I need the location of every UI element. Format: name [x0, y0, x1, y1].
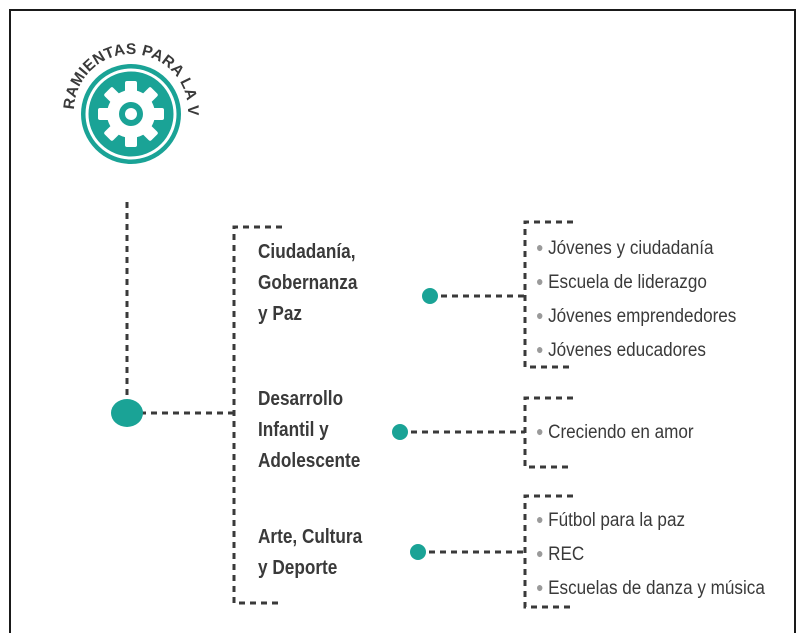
category-2-line-1: Desarrollo [258, 388, 344, 410]
category-3-line-1: Arte, Cultura [258, 526, 363, 548]
category-label-3: Arte, Cultura y Deporte [258, 522, 362, 584]
bullet-icon: ● [536, 307, 544, 323]
list-item: ●Jóvenes educadores [536, 340, 706, 361]
category-node-2 [392, 424, 408, 440]
category-label-1: Ciudadanía, Gobernanza y Paz [258, 237, 357, 330]
category-1-line-3: y Paz [258, 303, 302, 325]
root-node [111, 399, 143, 427]
items-bracket-3 [523, 494, 573, 609]
bullet-icon: ● [536, 579, 544, 595]
list-item: ●REC [536, 544, 585, 565]
gear-icon [98, 81, 164, 147]
category-bracket [232, 225, 282, 605]
category-node-3 [410, 544, 426, 560]
logo: HERRAMIENTAS PARA LA VIDA [56, 31, 201, 164]
diagram-frame [9, 9, 796, 633]
list-item: ●Escuela de liderazgo [536, 272, 707, 293]
items-bracket-2 [523, 396, 573, 469]
item-list-1: ●Jóvenes y ciudadanía ●Escuela de lidera… [536, 232, 736, 368]
category-1-line-1: Ciudadanía, [258, 241, 356, 263]
list-item: ●Jóvenes emprendedores [536, 306, 737, 327]
category-label-2: Desarrollo Infantil y Adolescente [258, 384, 360, 477]
list-item: ●Creciendo en amor [536, 422, 694, 443]
items-bracket-1 [523, 220, 573, 369]
category-node-1 [422, 288, 438, 304]
category-1-line-2: Gobernanza [258, 272, 358, 294]
category-3-line-2: y Deporte [258, 557, 338, 579]
bullet-icon: ● [536, 545, 544, 561]
category-2-line-2: Infantil y [258, 419, 329, 441]
item-list-2: ●Creciendo en amor [536, 416, 694, 450]
bullet-icon: ● [536, 511, 544, 527]
bullet-icon: ● [536, 423, 544, 439]
list-item: ●Fútbol para la paz [536, 510, 686, 531]
category-2-line-3: Adolescente [258, 450, 361, 472]
list-item: ●Jóvenes y ciudadanía [536, 238, 714, 259]
list-item: ●Escuelas de danza y música [536, 578, 765, 599]
bullet-icon: ● [536, 341, 544, 357]
bullet-icon: ● [536, 239, 544, 255]
bullet-icon: ● [536, 273, 544, 289]
item-list-3: ●Fútbol para la paz ●REC ●Escuelas de da… [536, 504, 765, 606]
